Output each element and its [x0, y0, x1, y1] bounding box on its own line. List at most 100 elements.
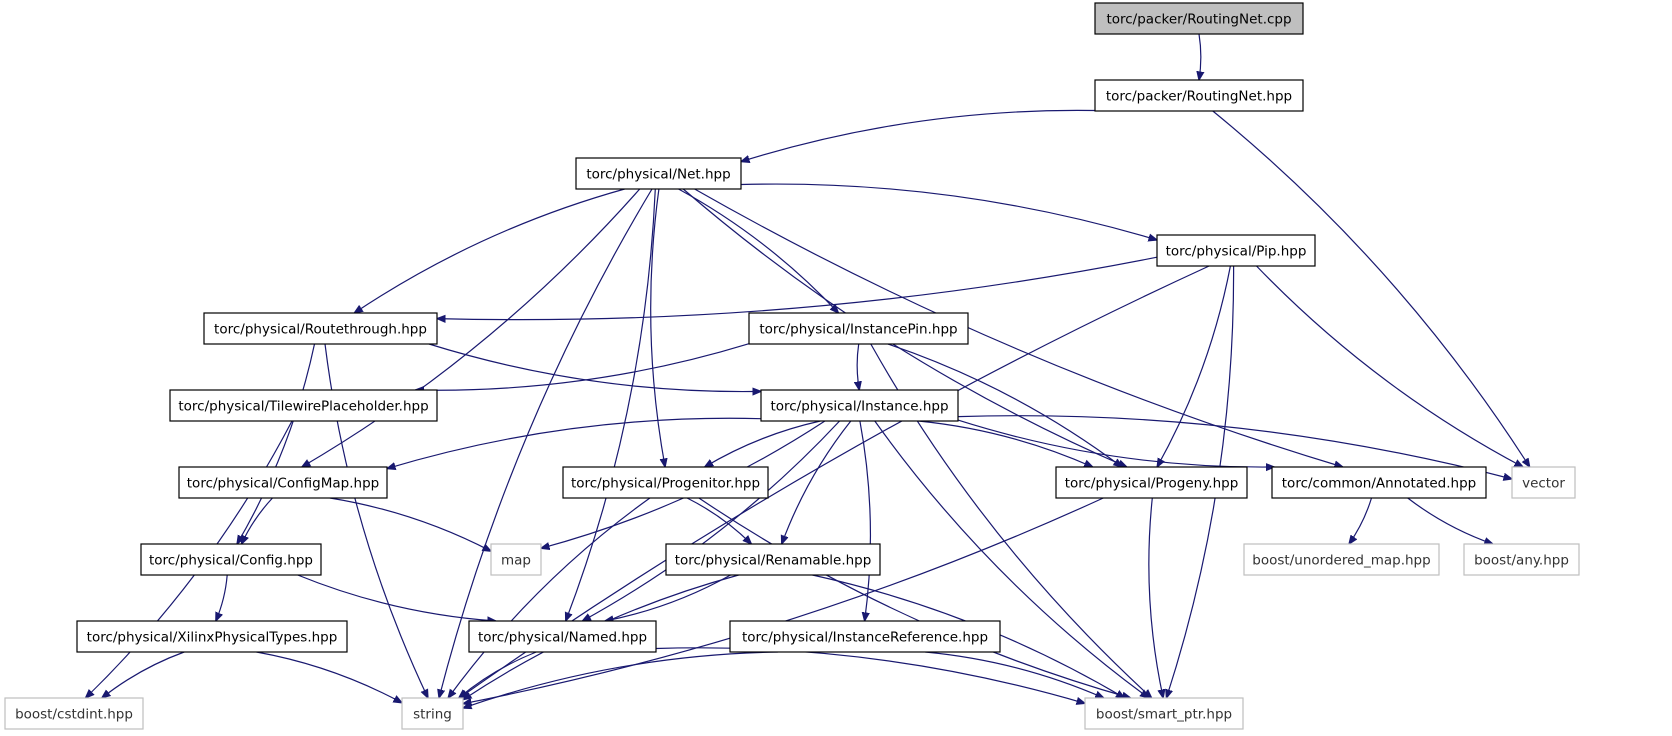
node-torc-physical-tilewireplaceholder-hpp[interactable]: torc/physical/TilewirePlaceholder.hpp: [169, 389, 438, 422]
node-boost-cstdint-hpp: boost/cstdint.hpp: [4, 697, 144, 730]
edge-torc-physical-named-hpp-to-string: [459, 651, 537, 698]
node-torc-physical-renamable-hpp[interactable]: torc/physical/Renamable.hpp: [665, 543, 881, 576]
edge-torc-physical-configmap-hpp-to-map: [329, 497, 491, 551]
node-box: [1511, 466, 1576, 499]
node-torc-physical-configmap-hpp[interactable]: torc/physical/ConfigMap.hpp: [178, 466, 388, 499]
node-boost-any-hpp: boost/any.hpp: [1463, 543, 1580, 576]
node-box: [401, 697, 464, 730]
node-box: [490, 543, 542, 576]
edge-torc-physical-instance-hpp-to-torc-physical-named-hpp: [582, 420, 841, 621]
node-torc-physical-config-hpp[interactable]: torc/physical/Config.hpp: [140, 543, 322, 576]
edge-torc-physical-net-hpp-to-torc-physical-progeny-hpp: [682, 188, 1127, 467]
edge-torc-physical-pip-hpp-to-torc-physical-routethrough-hpp: [437, 256, 1158, 319]
nodes: torc/packer/RoutingNet.cpp torc/packer/Ro…: [4, 2, 1580, 730]
edge-torc-physical-progeny-hpp-to-string: [463, 497, 1104, 704]
edge-torc-physical-instance-hpp-to-vector: [957, 415, 1512, 479]
node-torc-physical-progeny-hpp[interactable]: torc/physical/Progeny.hpp: [1055, 466, 1248, 499]
node-label: torc/physical/InstanceReference.hpp: [742, 630, 988, 646]
node-label: torc/physical/XilinxPhysicalTypes.hpp: [87, 630, 338, 646]
node-torc-packer-routingnet-cpp[interactable]: torc/packer/RoutingNet.cpp: [1094, 2, 1304, 35]
node-box: [760, 389, 959, 422]
edge-torc-common-annotated-hpp-to-boost-any-hpp: [1407, 497, 1493, 544]
node-box: [203, 312, 438, 345]
edge-torc-physical-configmap-hpp-to-torc-physical-config-hpp: [242, 497, 273, 544]
node-torc-physical-named-hpp[interactable]: torc/physical/Named.hpp: [468, 620, 657, 653]
node-torc-physical-pip-hpp[interactable]: torc/physical/Pip.hpp: [1156, 234, 1316, 267]
edge-torc-physical-net-hpp-to-torc-physical-instancepin-hpp: [678, 188, 839, 313]
node-label: torc/physical/InstancePin.hpp: [759, 322, 957, 338]
edge-torc-physical-progenitor-hpp-to-torc-physical-renamable-hpp: [686, 497, 751, 544]
node-box: [665, 543, 881, 576]
edge-torc-physical-progenitor-hpp-to-string: [448, 497, 651, 698]
node-torc-common-annotated-hpp[interactable]: torc/common/Annotated.hpp: [1271, 466, 1487, 499]
node-torc-physical-routethrough-hpp[interactable]: torc/physical/Routethrough.hpp: [203, 312, 438, 345]
edge-torc-physical-instance-hpp-to-torc-physical-progeny-hpp: [918, 420, 1092, 467]
node-box: [1094, 79, 1304, 112]
node-torc-physical-net-hpp[interactable]: torc/physical/Net.hpp: [575, 157, 742, 190]
node-label: torc/physical/Progenitor.hpp: [571, 476, 760, 492]
node-label: boost/cstdint.hpp: [15, 707, 133, 723]
edge-torc-physical-renamable-hpp-to-torc-physical-named-hpp: [605, 574, 731, 621]
node-box: [76, 620, 348, 653]
node-label: torc/physical/Net.hpp: [586, 167, 730, 183]
node-box: [729, 620, 1001, 653]
edges: [86, 33, 1530, 708]
node-label: map: [501, 553, 531, 569]
node-torc-physical-instance-hpp[interactable]: torc/physical/Instance.hpp: [760, 389, 959, 422]
node-box: [140, 543, 322, 576]
node-box: [1243, 543, 1440, 576]
node-map: map: [490, 543, 542, 576]
edge-torc-physical-xilinxphysicaltypes-hpp-to-string: [256, 651, 402, 703]
node-boost-smart-ptr-hpp: boost/smart_ptr.hpp: [1084, 697, 1244, 730]
node-torc-packer-routingnet-hpp[interactable]: torc/packer/RoutingNet.hpp: [1094, 79, 1304, 112]
node-box: [562, 466, 769, 499]
node-torc-physical-progenitor-hpp[interactable]: torc/physical/Progenitor.hpp: [562, 466, 769, 499]
edge-torc-physical-pip-hpp-to-vector: [1256, 265, 1524, 467]
node-label: vector: [1522, 476, 1565, 492]
node-torc-physical-instancereference-hpp[interactable]: torc/physical/InstanceReference.hpp: [729, 620, 1001, 653]
edge-torc-physical-instance-hpp-to-boost-smart-ptr-hpp: [874, 420, 1149, 698]
edge-torc-physical-instance-hpp-to-torc-physical-renamable-hpp: [782, 420, 852, 544]
node-box: [1094, 2, 1304, 35]
edge-torc-physical-net-hpp-to-torc-physical-progenitor-hpp: [650, 188, 665, 467]
edge-torc-physical-instancepin-hpp-to-torc-physical-tilewireplaceholder-hpp: [415, 343, 750, 391]
node-torc-physical-instancepin-hpp[interactable]: torc/physical/InstancePin.hpp: [748, 312, 969, 345]
node-box: [178, 466, 388, 499]
node-label: torc/physical/Renamable.hpp: [675, 553, 872, 569]
node-label: torc/physical/Pip.hpp: [1166, 244, 1307, 260]
node-label: boost/smart_ptr.hpp: [1096, 707, 1232, 723]
node-box: [1055, 466, 1248, 499]
node-label: torc/physical/Progeny.hpp: [1065, 476, 1239, 492]
edge-torc-physical-xilinxphysicaltypes-hpp-to-boost-cstdint-hpp: [102, 651, 185, 698]
node-torc-physical-xilinxphysicaltypes-hpp[interactable]: torc/physical/XilinxPhysicalTypes.hpp: [76, 620, 348, 653]
edge-torc-physical-net-hpp-to-torc-physical-named-hpp: [566, 188, 656, 621]
edge-torc-physical-routethrough-hpp-to-torc-physical-instance-hpp: [428, 343, 761, 392]
edge-torc-physical-config-hpp-to-torc-physical-xilinxphysicaltypes-hpp: [216, 574, 228, 621]
node-box: [1084, 697, 1244, 730]
node-box: [1271, 466, 1487, 499]
edge-torc-physical-progenitor-hpp-to-boost-smart-ptr-hpp: [698, 497, 1131, 698]
edge-torc-physical-config-hpp-to-torc-physical-named-hpp: [297, 574, 496, 621]
edge-torc-physical-instance-hpp-to-torc-physical-configmap-hpp: [387, 417, 762, 468]
node-vector: vector: [1511, 466, 1576, 499]
edge-torc-packer-routingnet-hpp-to-vector: [1212, 110, 1530, 467]
edge-torc-physical-net-hpp-to-torc-common-annotated-hpp: [694, 188, 1343, 467]
node-label: torc/packer/RoutingNet.cpp: [1106, 12, 1291, 28]
edge-torc-physical-progeny-hpp-to-boost-smart-ptr-hpp: [1148, 497, 1163, 698]
node-label: torc/physical/Instance.hpp: [770, 399, 948, 415]
edge-torc-packer-routingnet-cpp-to-torc-packer-routingnet-hpp: [1199, 33, 1201, 80]
edge-torc-physical-instance-hpp-to-torc-physical-progenitor-hpp: [705, 420, 821, 467]
edge-torc-physical-routethrough-hpp-to-torc-physical-config-hpp: [237, 343, 316, 544]
node-label: torc/physical/Named.hpp: [478, 630, 647, 646]
node-label: torc/physical/ConfigMap.hpp: [187, 476, 379, 492]
node-label: torc/common/Annotated.hpp: [1282, 476, 1476, 492]
node-box: [575, 157, 742, 190]
edge-torc-packer-routingnet-hpp-to-torc-physical-net-hpp: [741, 109, 1096, 161]
node-box: [1463, 543, 1580, 576]
edge-torc-physical-net-hpp-to-torc-physical-configmap-hpp: [302, 188, 641, 467]
edge-torc-physical-named-hpp-to-boost-smart-ptr-hpp: [655, 647, 1085, 704]
edge-torc-physical-instance-hpp-to-torc-physical-instancereference-hpp: [859, 420, 872, 621]
node-string: string: [401, 697, 464, 730]
edge-torc-physical-instancepin-hpp-to-torc-physical-progeny-hpp: [887, 343, 1122, 467]
